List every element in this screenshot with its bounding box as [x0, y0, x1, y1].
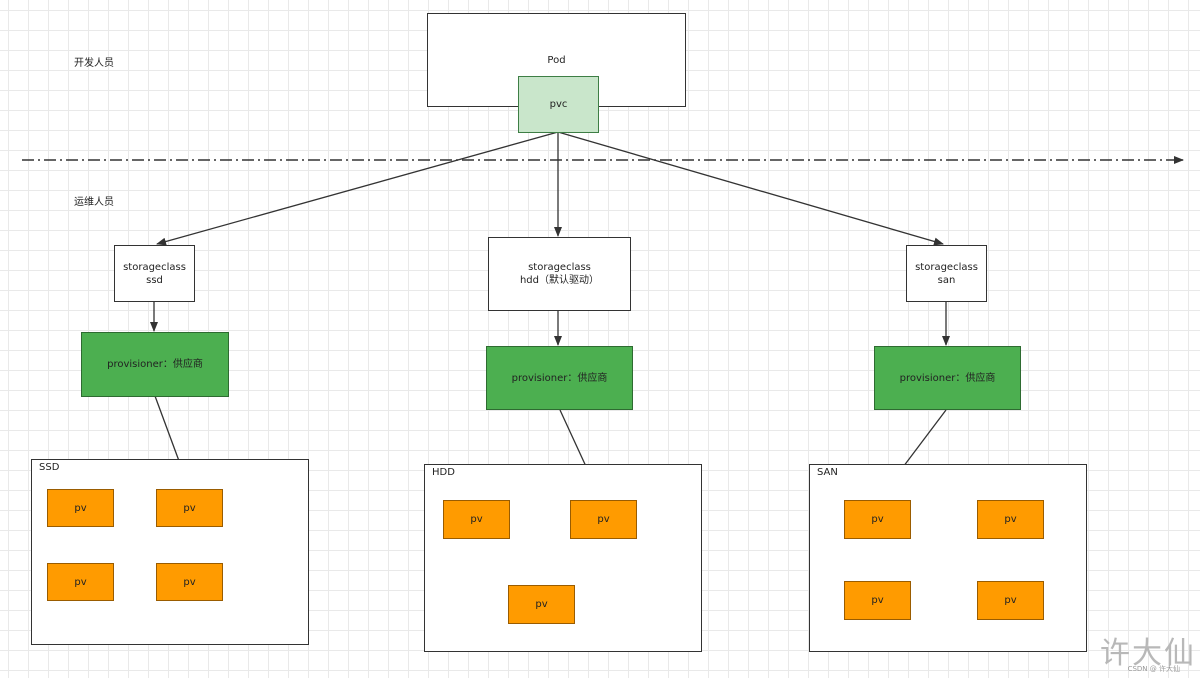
pv-hdd-1[interactable]: pv	[443, 500, 510, 539]
group-hdd-label: HDD	[432, 467, 455, 478]
storageclass-san[interactable]: storageclass san	[906, 245, 987, 302]
pv-label: pv	[74, 502, 87, 514]
pv-label: pv	[1004, 595, 1017, 606]
watermark-sub: CSDN @ 许大仙	[1127, 665, 1180, 673]
pv-ssd-1[interactable]: pv	[47, 489, 114, 527]
pv-label: pv	[871, 595, 884, 606]
pv-label: pv	[535, 599, 548, 610]
pv-label: pv	[183, 502, 196, 514]
storageclass-san-label: storageclass san	[915, 261, 978, 286]
pv-hdd-3[interactable]: pv	[508, 585, 575, 624]
pv-label: pv	[871, 514, 884, 525]
pv-label: pv	[470, 514, 483, 525]
pv-ssd-2[interactable]: pv	[156, 489, 223, 527]
pv-san-1[interactable]: pv	[844, 500, 911, 539]
provisioner-san-label: provisioner：供应商	[899, 372, 996, 384]
provisioner-ssd-label: provisioner：供应商	[107, 359, 203, 370]
pvc-label: pvc	[549, 99, 568, 110]
watermark: 许大仙	[1100, 636, 1196, 671]
pv-san-4[interactable]: pv	[977, 581, 1044, 620]
developer-label: 开发人员	[74, 58, 114, 69]
storageclass-ssd[interactable]: storageclass ssd	[114, 245, 195, 302]
arrow-pvc-to-ssd	[156, 131, 559, 246]
arrow-pvc-to-san	[557, 131, 944, 246]
pv-label: pv	[183, 576, 196, 588]
provisioner-ssd[interactable]: provisioner：供应商	[81, 332, 229, 397]
group-san-label: SAN	[817, 467, 838, 478]
pv-ssd-4[interactable]: pv	[156, 563, 223, 601]
ops-label: 运维人员	[74, 197, 114, 208]
storageclass-hdd[interactable]: storageclass hdd（默认驱动）	[488, 237, 631, 311]
pv-san-2[interactable]: pv	[977, 500, 1044, 539]
pv-ssd-3[interactable]: pv	[47, 563, 114, 601]
storageclass-ssd-label: storageclass ssd	[123, 261, 186, 286]
storageclass-hdd-label: storageclass hdd（默认驱动）	[519, 262, 600, 286]
pv-label: pv	[597, 514, 610, 525]
group-ssd-label: SSD	[39, 462, 60, 473]
provisioner-hdd-label: provisioner：供应商	[511, 372, 608, 384]
provisioner-hdd[interactable]: provisioner：供应商	[486, 346, 633, 410]
pod-label: Pod	[547, 55, 566, 66]
pv-label: pv	[74, 576, 87, 588]
group-san[interactable]: SAN	[809, 464, 1087, 652]
provisioner-san[interactable]: provisioner：供应商	[874, 346, 1021, 410]
pv-hdd-2[interactable]: pv	[570, 500, 637, 539]
pvc-box[interactable]: pvc	[518, 76, 599, 133]
pv-label: pv	[1004, 514, 1017, 525]
pv-san-3[interactable]: pv	[844, 581, 911, 620]
group-ssd[interactable]: SSD	[31, 459, 309, 645]
